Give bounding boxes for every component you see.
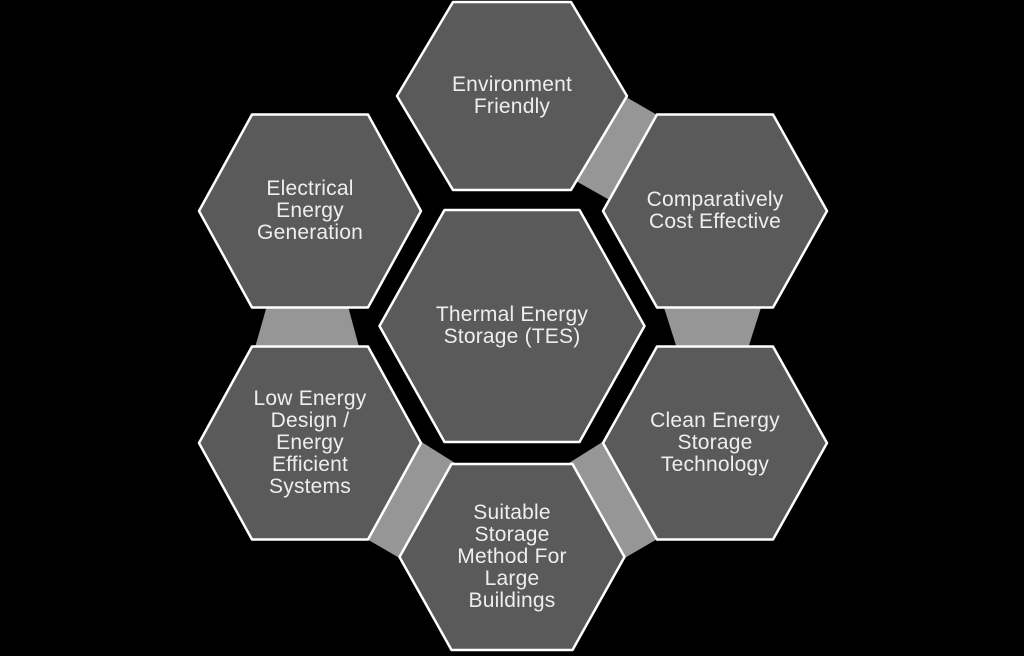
hexagon-environment-friendly xyxy=(395,0,629,192)
connector-comparatively-cost-effective-to-clean-energy-storage-technology xyxy=(660,295,765,358)
connector-electrical-energy-generation-to-low-energy-design xyxy=(252,295,362,358)
hexagon-suitable-storage-method xyxy=(398,462,626,652)
hexagon-comparatively-cost-effective xyxy=(601,113,829,309)
connector-clean-energy-storage-technology-to-suitable-storage-method xyxy=(561,441,659,563)
connector-low-energy-design-to-suitable-storage-method xyxy=(365,441,463,563)
hexagon-low-energy-design xyxy=(197,345,423,541)
hexagon-thermal-energy-storage xyxy=(378,208,646,444)
hexagon-clean-energy-storage-technology xyxy=(601,345,829,541)
hexagon-electrical-energy-generation xyxy=(197,113,423,309)
